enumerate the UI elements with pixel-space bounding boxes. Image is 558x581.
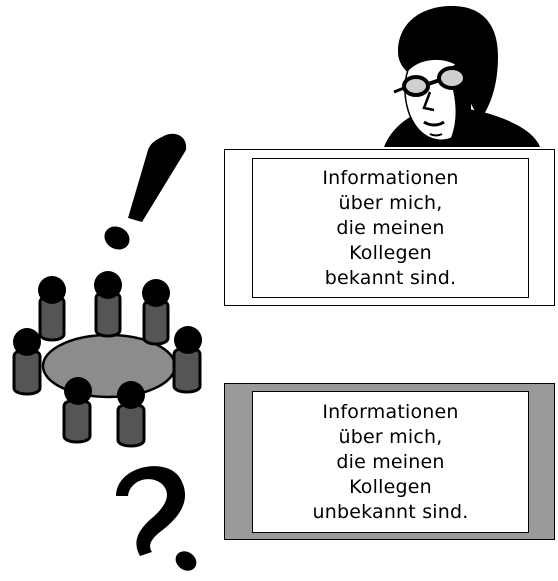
question-mark-icon	[116, 466, 197, 571]
unknown-info-box: Informationen über mich, die meinen Koll…	[224, 383, 555, 540]
known-line: die meinen	[336, 216, 445, 239]
known-line: über mich,	[338, 191, 443, 214]
known-info-panel: Informationen über mich, die meinen Koll…	[252, 158, 529, 298]
known-line: bekannt sind.	[324, 266, 457, 289]
unknown-line: über mich,	[338, 425, 443, 448]
known-line: Informationen	[322, 166, 459, 189]
meeting-table-icon	[12, 271, 202, 448]
unknown-info-text: Informationen über mich, die meinen Koll…	[312, 400, 468, 525]
unknown-line: die meinen	[336, 450, 445, 473]
exclamation-mark-icon	[104, 133, 187, 250]
known-line: Kollegen	[349, 241, 432, 264]
unknown-line: unbekannt sind.	[312, 500, 469, 523]
known-info-box: Informationen über mich, die meinen Koll…	[224, 149, 555, 306]
unknown-line: Kollegen	[349, 475, 432, 498]
known-info-text: Informationen über mich, die meinen Koll…	[322, 166, 458, 291]
unknown-line: Informationen	[322, 400, 459, 423]
unknown-info-panel: Informationen über mich, die meinen Koll…	[252, 391, 529, 533]
man-portrait-icon	[384, 6, 540, 147]
